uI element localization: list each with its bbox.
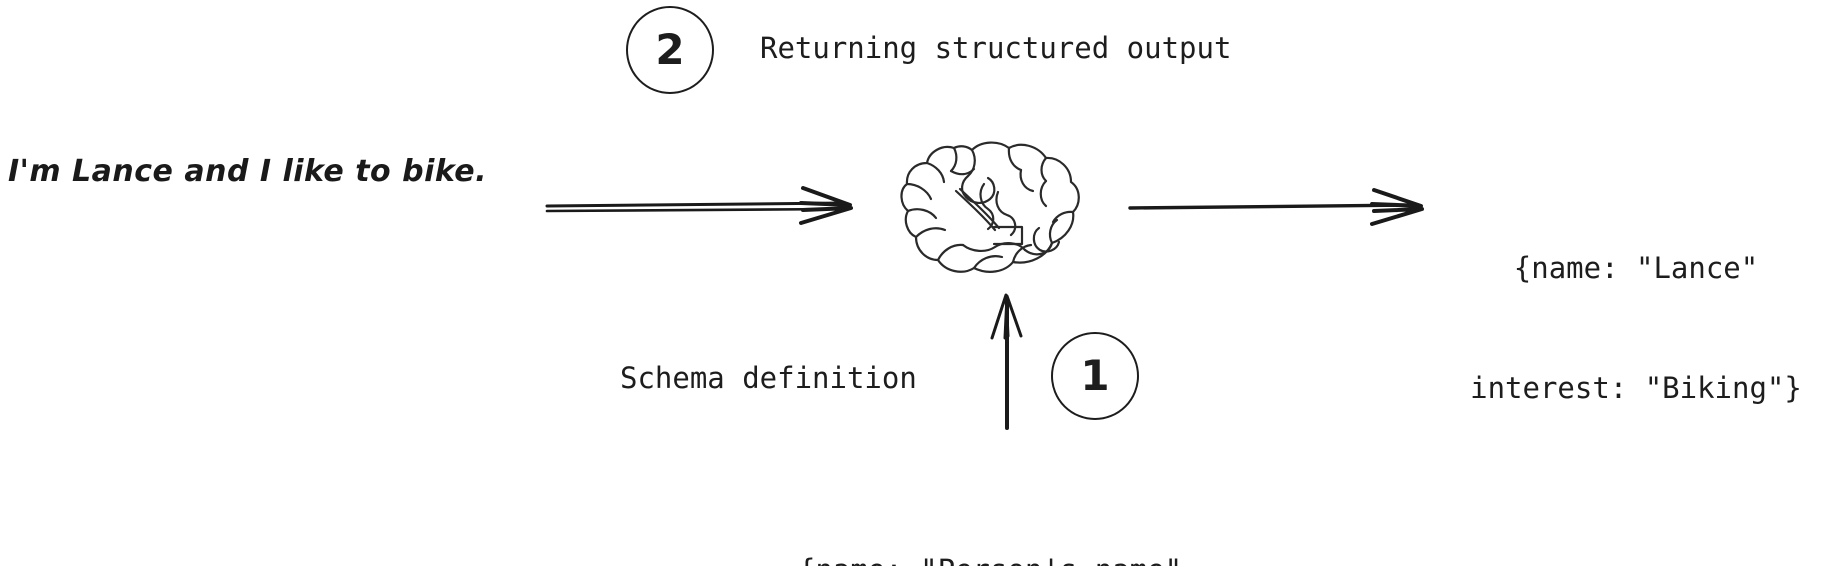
brain-icon <box>900 141 1080 273</box>
schema-input-block: {name: "Person's name" interest: "Person… <box>560 470 1420 566</box>
arrow-brain-to-output <box>1128 188 1424 226</box>
structured-output-line-1: {name: "Lance" <box>1513 251 1759 285</box>
schema-input-line-1: {name: "Person's name" <box>560 550 1420 566</box>
structured-output-block: {name: "Lance" interest: "Biking"} <box>1440 168 1832 488</box>
arrow-schema-to-brain <box>990 293 1023 430</box>
label-schema-definition: Schema definition <box>620 361 917 395</box>
step-number-1: 1 <box>1080 351 1110 400</box>
label-returning-structured-output: Returning structured output <box>760 31 1232 65</box>
step-number-2: 2 <box>655 25 685 74</box>
structured-output-line-2: interest: "Biking"} <box>1470 371 1802 405</box>
step-circle-1: 1 <box>1051 332 1139 420</box>
step-circle-2: 2 <box>626 6 714 94</box>
arrow-input-to-brain <box>545 186 853 225</box>
user-input-text: I'm Lance and I like to bike. <box>8 154 487 189</box>
